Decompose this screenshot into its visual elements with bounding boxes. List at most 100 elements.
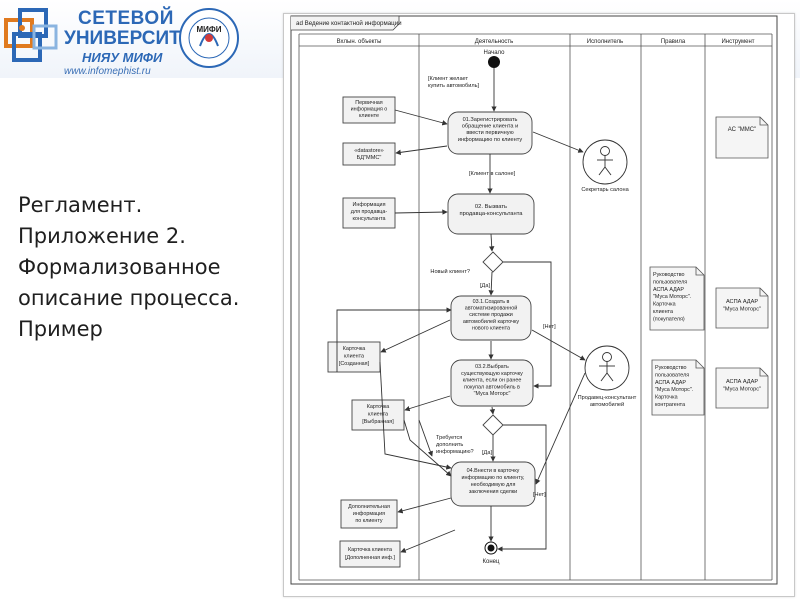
- action-02-text-line: 02. Вызвать: [475, 204, 507, 210]
- decision-need-info-text-line: информацию?: [436, 449, 474, 455]
- rule-note-1-text-line: Руководство: [653, 272, 685, 278]
- rule-note-2-text-line: Карточка: [655, 395, 678, 401]
- title-line-5: Пример: [18, 317, 103, 341]
- rule-note-1-text-line: Карточка: [653, 302, 676, 308]
- rule-note-1-text-line: клиента: [653, 309, 673, 315]
- rule-note-2-text-line: АСПА АДАР: [655, 380, 686, 386]
- action-032-text-line: клиента, если он ранее: [463, 378, 522, 384]
- tool-note-1-text: АС "ММС": [728, 127, 756, 133]
- object-card-selected-text-line: [Выбранная]: [362, 419, 394, 425]
- object-card-created-text-line: Карточка: [343, 346, 366, 352]
- guard-yes-1: [Да]: [480, 283, 490, 289]
- action-04-text-line: 04.Внести в карточку: [467, 468, 520, 474]
- action-031-text-line: нового клиента: [472, 325, 510, 331]
- action-031-text-line: 03.1.Создать в: [473, 299, 510, 305]
- lane-header-executor: Исполнитель: [587, 39, 623, 45]
- object-card-created-text-line: клиента: [344, 353, 364, 359]
- action-032-text-line: "Муса Моторс": [474, 391, 511, 397]
- logo-line-1: СЕТЕВОЙ: [78, 8, 174, 29]
- action-032-text-line: существующую карточку: [461, 371, 523, 377]
- logo-url[interactable]: www.infomephist.ru: [64, 66, 151, 77]
- slide-title: Регламент. Приложение 2. Формализованное…: [18, 190, 288, 345]
- logo-line-3: НИЯУ МИФИ: [82, 50, 163, 65]
- emblem-text: МИФИ: [197, 25, 222, 34]
- action-01-text-line: информацию по клиенту: [458, 137, 522, 143]
- action-01-text-line: обращение клиента и: [462, 124, 518, 130]
- action-02-text-line: продавца-консультанта: [459, 211, 523, 217]
- action-01-text-line: 01.Зарегистрировать: [463, 117, 518, 123]
- object-primary-info-text-line: Первичная: [355, 100, 383, 106]
- object-consultant-info-text-line: Информация: [352, 202, 385, 208]
- action-04-text-line: заключения сделки: [469, 489, 517, 495]
- title-line-3: Формализованное: [18, 255, 221, 279]
- action-031-text-line: системе продажи: [469, 312, 513, 318]
- object-card-filled-text-line: Карточка клиента: [348, 547, 392, 553]
- object-card-selected-text-line: клиента: [368, 411, 388, 417]
- object-primary-info-text-line: клиенте: [359, 113, 379, 119]
- guard-client-wants-text-line: купить автомобиль]: [428, 83, 480, 89]
- rule-note-2-text-line: Руководство: [655, 365, 687, 371]
- rule-note-1-text-line: "Муса Моторс".: [653, 294, 691, 300]
- title-line-2: Приложение 2.: [18, 224, 186, 248]
- object-consultant-info-text-line: консультанта: [353, 216, 386, 222]
- rule-note-2-text-line: контрагента: [655, 402, 685, 408]
- object-primary-info-text-line: информация о: [351, 107, 388, 113]
- action-01-text-line: ввести первичную: [466, 130, 513, 136]
- object-datastore-text-line: БД"ММС": [357, 155, 382, 161]
- action-032-text-line: покупал автомобиль в: [464, 384, 520, 390]
- decision-need-info-text-line: Требуется: [436, 435, 462, 441]
- action-031-text-line: автоматизированной: [465, 305, 517, 312]
- rule-note-2-text-line: "Муса Моторс".: [655, 387, 693, 393]
- guard-no-1: [Нет]: [543, 324, 556, 330]
- guard-yes-2: [Да]: [482, 450, 492, 456]
- lane-header-objects: Вхлын. объекты: [337, 39, 382, 45]
- network-university-logo-icon: [4, 8, 58, 62]
- object-card-created-text-line: [Созданная]: [339, 361, 370, 367]
- object-datastore-text: «datastore»БД"ММС": [354, 148, 384, 161]
- guard-client-wants-text-line: [Клиент желает: [428, 76, 468, 82]
- guard-no-2: [Нет]: [533, 492, 546, 498]
- action-032-text-line: 03.2.Выбрать: [475, 364, 509, 370]
- rule-note-1-text-line: АСПА АДАР: [653, 287, 684, 293]
- decision-new-client-label: Новый клиент?: [430, 268, 470, 275]
- end-node-label: Конец: [483, 559, 500, 565]
- actor-consultant-label-line: автомобилей: [590, 401, 624, 408]
- tool-note-2-text: АСПА АДАР"Муса Моторс": [723, 299, 761, 312]
- object-additional-info-text-line: по клиенту: [355, 518, 382, 524]
- tool-note-2-text-line: "Муса Моторс": [723, 306, 761, 312]
- diagram-structure: [290, 15, 778, 585]
- decision-need-info-text-line: дополнить: [436, 442, 463, 448]
- action-04-text-line: необходимую для: [471, 482, 516, 488]
- diagram-tab-label: ad Ведение контактной информации: [296, 20, 402, 27]
- title-line-4: описание процесса.: [18, 286, 240, 310]
- guard-client-in-salon: [Клиент в салоне]: [469, 171, 516, 177]
- object-card-filled-text-line: [Дополненная инф.]: [345, 555, 395, 561]
- logo-line-2: УНИВЕРСИТЕТ: [64, 28, 206, 49]
- rule-note-1-text-line: (покупателя): [653, 316, 685, 322]
- start-node-label: Начало: [484, 50, 506, 56]
- lane-header-rules: Правила: [661, 39, 686, 45]
- lane-header-activity: Деятельность: [475, 39, 514, 45]
- lane-header-tools: Инструмент: [721, 39, 754, 45]
- object-consultant-info-text-line: для продавца-: [351, 209, 388, 215]
- rule-note-1-text-line: пользователя: [653, 279, 687, 285]
- actor-consultant-label-line: Продавец-консультант: [578, 395, 637, 401]
- title-line-1: Регламент.: [18, 193, 143, 217]
- rule-note-2-text-line: пользователя: [655, 372, 689, 378]
- object-additional-info-text-line: Дополнительная: [348, 504, 390, 510]
